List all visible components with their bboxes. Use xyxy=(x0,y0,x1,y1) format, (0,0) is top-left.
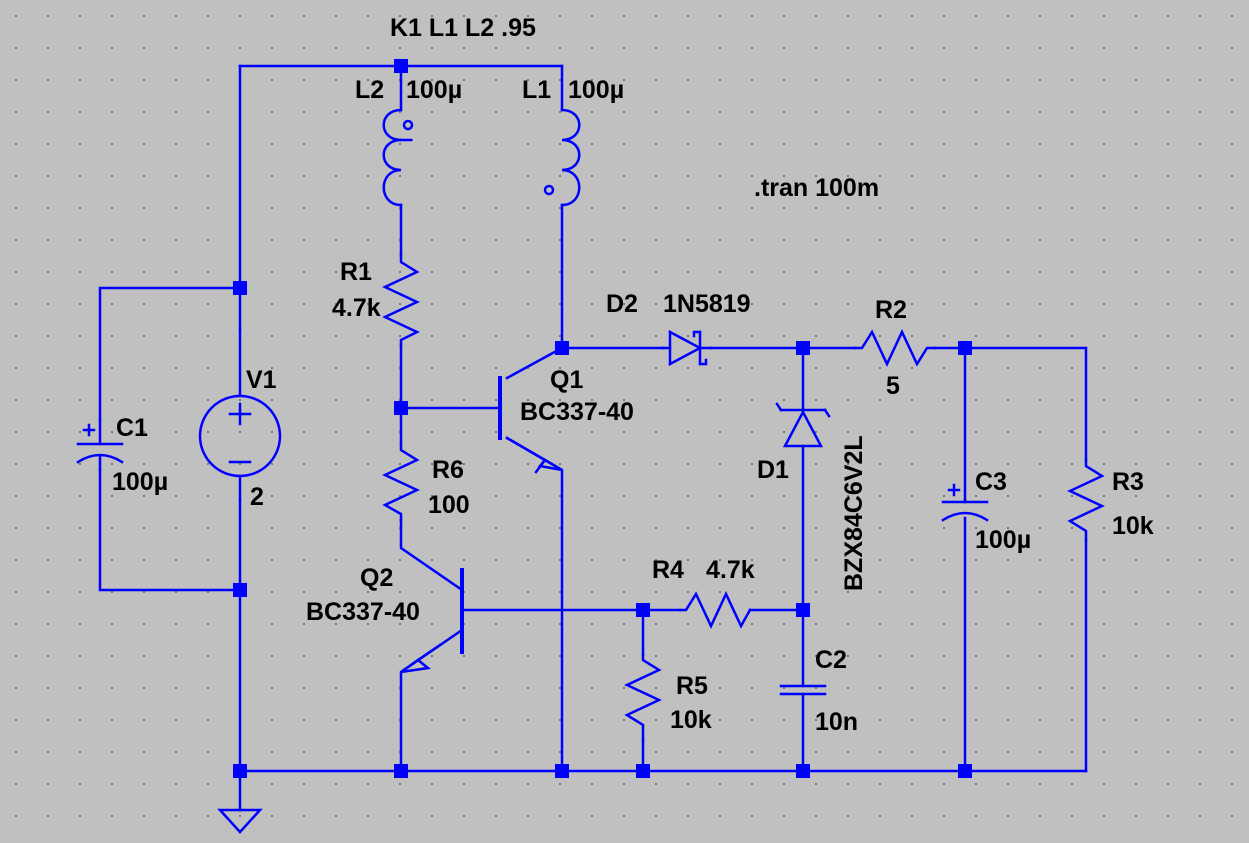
c1-name: C1 xyxy=(116,414,148,442)
c3-name: C3 xyxy=(975,468,1007,496)
wires xyxy=(98,64,1088,812)
wire-c1-top[interactable] xyxy=(98,286,242,422)
r5-name: R5 xyxy=(676,672,708,700)
q1-name: Q1 xyxy=(550,366,583,394)
zener-diode-d1-symbol[interactable] xyxy=(775,402,831,448)
wire-r6-bottom[interactable] xyxy=(399,518,464,592)
r1-value: 4.7k xyxy=(332,294,381,322)
r2-name: R2 xyxy=(875,296,907,324)
junction-dot xyxy=(233,583,247,597)
d1-name: D1 xyxy=(757,456,789,484)
ground-symbol[interactable] xyxy=(217,808,263,834)
v1-value: 2 xyxy=(250,483,264,511)
junction-dot xyxy=(233,764,247,778)
capacitor-c1-symbol[interactable] xyxy=(76,418,124,472)
capacitor-c3-symbol[interactable] xyxy=(941,483,989,522)
junction-dot xyxy=(796,764,810,778)
junction-dot xyxy=(796,341,810,355)
l1-value: 100µ xyxy=(568,76,624,104)
r5-value: 10k xyxy=(670,706,712,734)
c1-value: 100µ xyxy=(112,468,168,496)
junction-dot xyxy=(394,59,408,73)
junction-dot xyxy=(796,603,810,617)
capacitor-c2-symbol[interactable] xyxy=(779,684,827,696)
resistor-r3-symbol[interactable] xyxy=(1067,458,1105,542)
junction-dot xyxy=(636,764,650,778)
resistor-r6-symbol[interactable] xyxy=(382,443,420,522)
r3-name: R3 xyxy=(1112,468,1144,496)
c2-name: C2 xyxy=(815,646,847,674)
l1-name: L1 xyxy=(522,76,551,104)
q2-value: BC337-40 xyxy=(306,598,420,626)
diode-d2-symbol[interactable] xyxy=(661,329,713,367)
l2-value: 100µ xyxy=(406,76,462,104)
d2-value: 1N5819 xyxy=(663,290,751,318)
r3-value: 10k xyxy=(1112,512,1154,540)
wire-q1-emitter[interactable] xyxy=(505,436,564,773)
junction-dot xyxy=(555,341,569,355)
junctions xyxy=(233,59,972,778)
transistor-q2-symbol[interactable] xyxy=(400,568,464,674)
d2-name: D2 xyxy=(606,290,638,318)
junction-dot xyxy=(394,764,408,778)
r1-name: R1 xyxy=(340,258,372,286)
r6-name: R6 xyxy=(432,456,464,484)
wire-q1-collector[interactable] xyxy=(505,346,564,380)
d1-value: BZX84C6V2L xyxy=(840,435,868,591)
l1-polarity-dot xyxy=(543,184,555,196)
r4-name: R4 xyxy=(652,556,684,584)
wire-r2-out[interactable] xyxy=(933,346,1088,462)
junction-dot xyxy=(555,764,569,778)
junction-dot xyxy=(958,341,972,355)
c3-value: 100µ xyxy=(975,526,1031,554)
q2-name: Q2 xyxy=(360,564,393,592)
r6-value: 100 xyxy=(428,491,470,519)
r2-value: 5 xyxy=(886,372,900,400)
c2-value: 10n xyxy=(815,708,858,736)
inductor-l2-symbol[interactable] xyxy=(376,108,414,207)
q1-value: BC337-40 xyxy=(520,398,634,426)
voltage-source-v1-symbol[interactable] xyxy=(198,328,282,502)
labels: K1 L1 L2 .95 .tran 100m L2 100µ L1 100µ … xyxy=(112,14,1154,736)
junction-dot xyxy=(394,401,408,415)
wire-c1-bottom[interactable] xyxy=(98,468,242,592)
junction-dot xyxy=(233,281,247,295)
r4-value: 4.7k xyxy=(706,556,755,584)
tran-directive[interactable]: .tran 100m xyxy=(754,174,879,202)
coupling-directive[interactable]: K1 L1 L2 .95 xyxy=(390,14,536,42)
inductor-l1-symbol[interactable] xyxy=(543,108,581,207)
resistor-r5-symbol[interactable] xyxy=(624,653,662,742)
resistor-r1-symbol[interactable] xyxy=(382,253,420,347)
resistor-r4-symbol[interactable] xyxy=(678,591,752,629)
l2-name: L2 xyxy=(355,76,384,104)
resistor-r2-symbol[interactable] xyxy=(853,329,937,367)
junction-dot xyxy=(958,764,972,778)
transistor-q1-symbol[interactable] xyxy=(498,376,563,474)
junction-dot xyxy=(636,603,650,617)
v1-name: V1 xyxy=(246,366,277,394)
l2-polarity-dot xyxy=(402,119,414,131)
